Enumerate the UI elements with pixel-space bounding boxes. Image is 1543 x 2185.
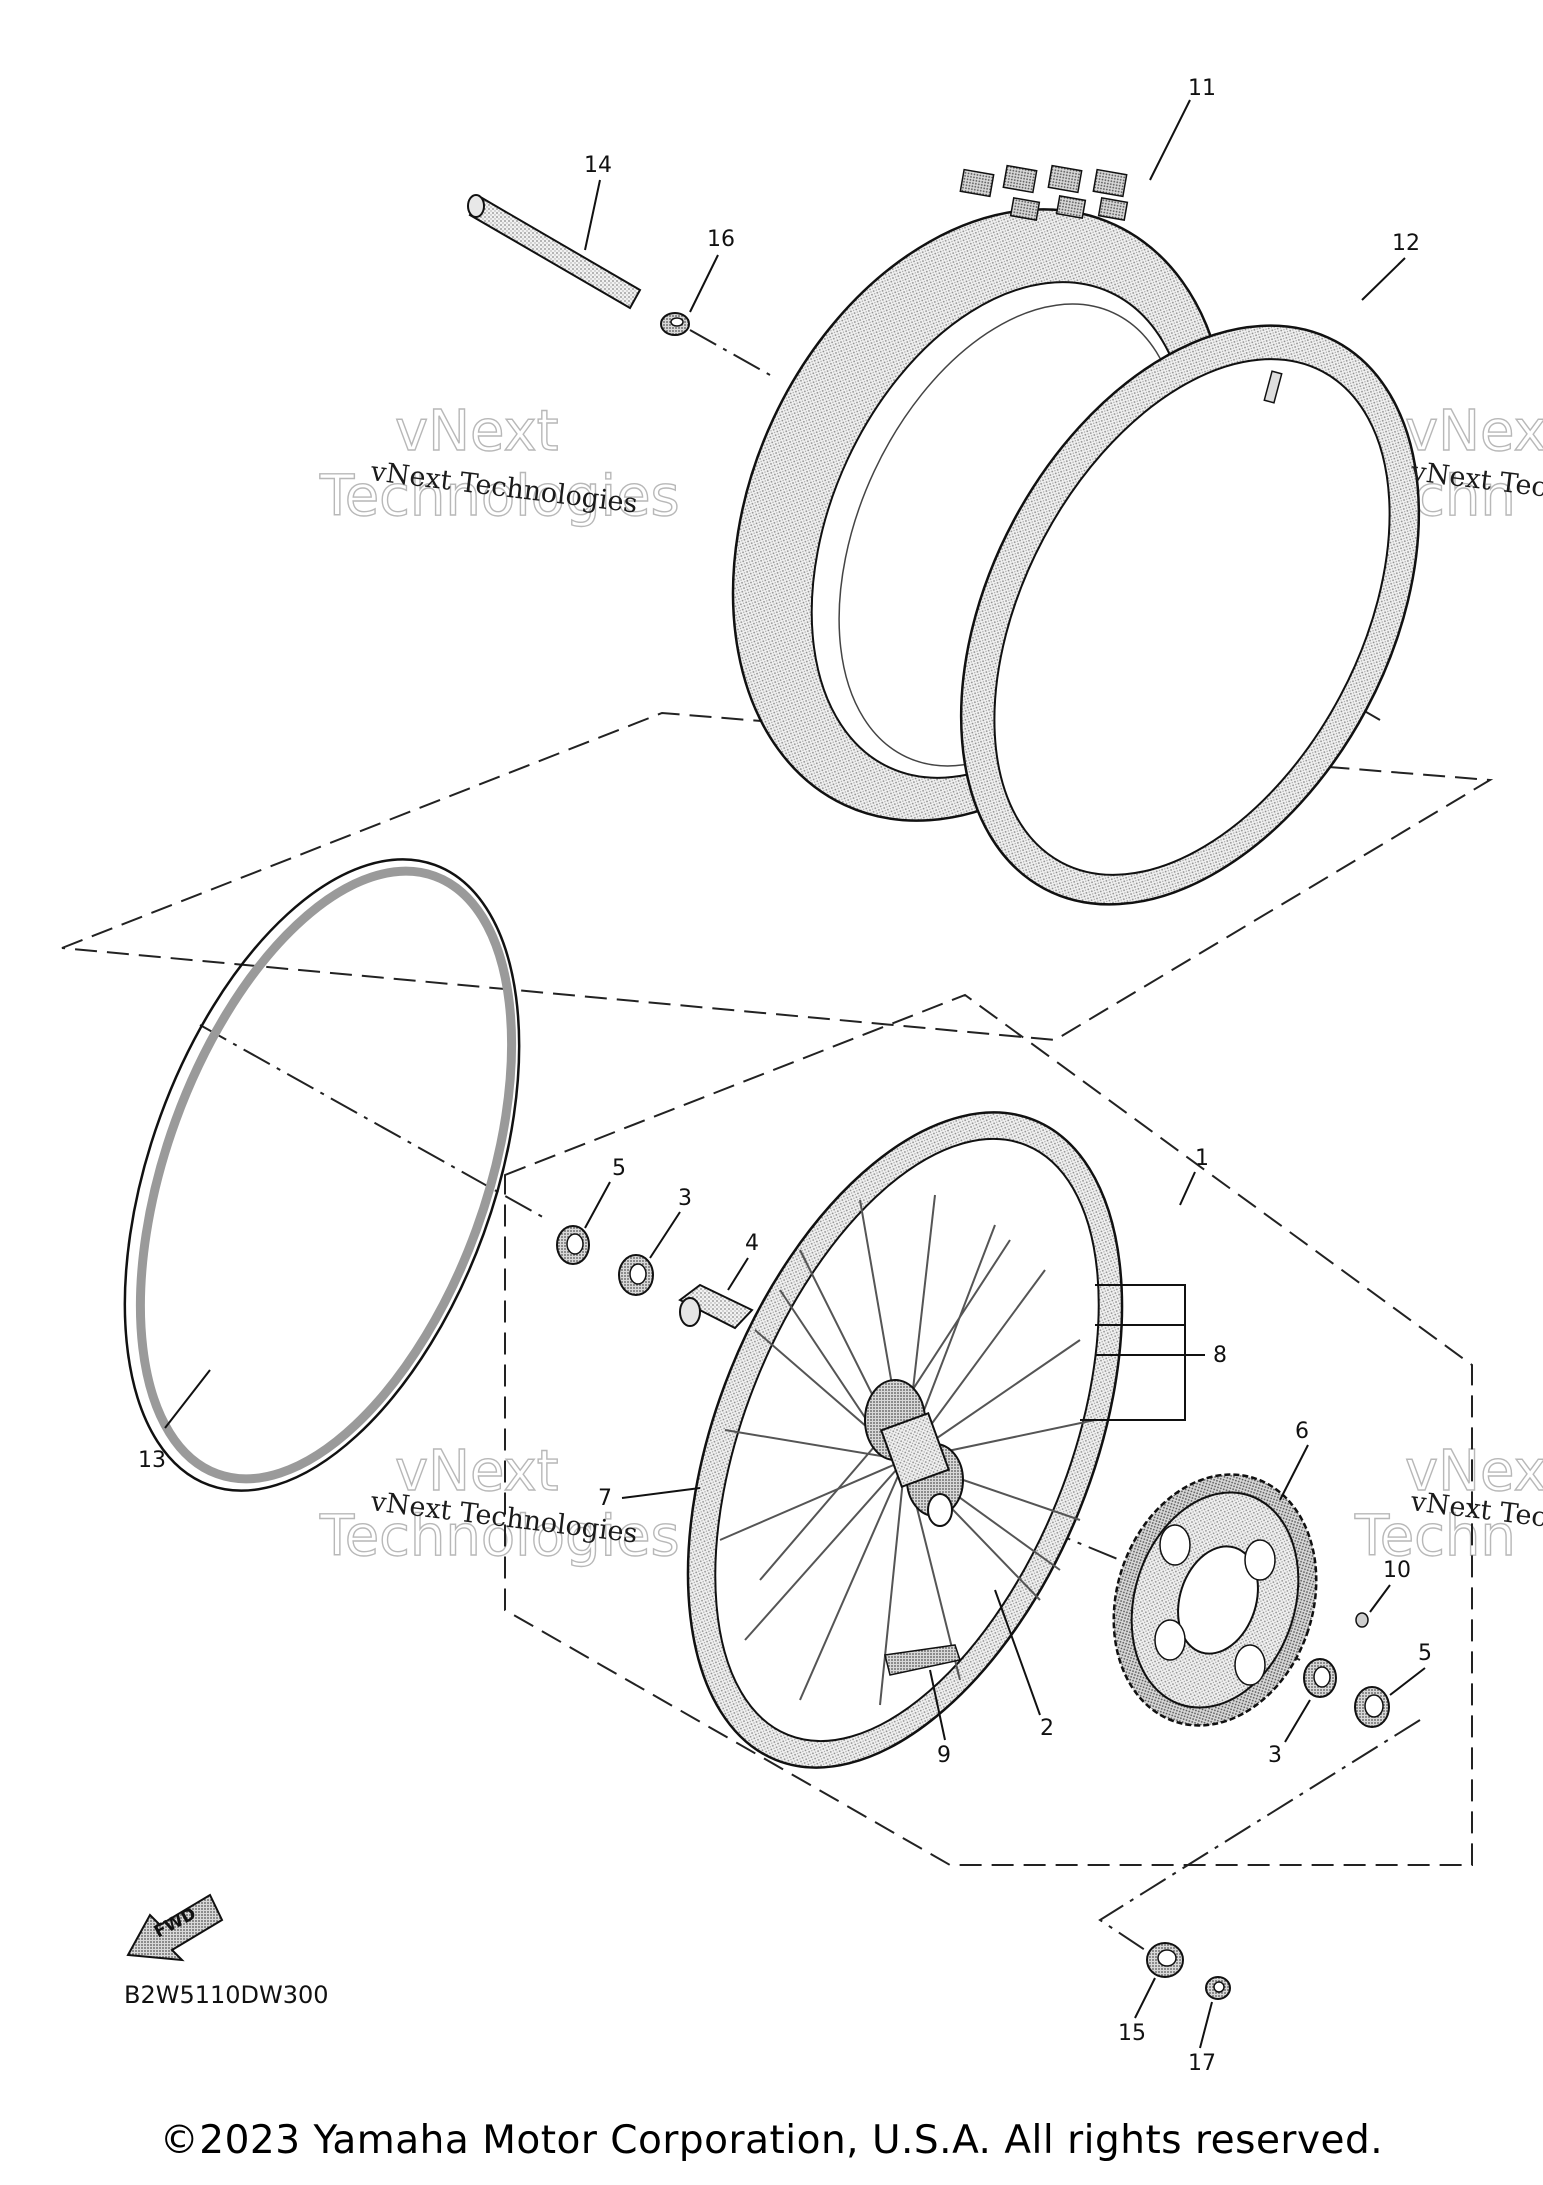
watermark-big-top-right: vNext — [1405, 399, 1543, 464]
callout-2: 2 — [1040, 1716, 1054, 1741]
axis-line-valve — [689, 329, 771, 376]
callout-7: 7 — [598, 1486, 612, 1511]
part-10-bolt — [1355, 1612, 1369, 1628]
callout-17: 17 — [1188, 2051, 1216, 2076]
part-6-brake-disc — [1112, 1473, 1318, 1727]
watermark-big-top-lower-right: vNext — [1405, 1439, 1543, 1504]
assembly-outlines — [61, 711, 1494, 1866]
watermark-big-bottom-lower: Technologies — [319, 1504, 680, 1569]
part-3-bearing-right — [1303, 1658, 1337, 1698]
part-4-spacer — [678, 1283, 754, 1330]
axis-line-nut — [1098, 1719, 1421, 1961]
fwd-arrow-icon: FWD — [126, 1893, 224, 1962]
callout-1: 1 — [1195, 1146, 1209, 1171]
watermark-big-bottom: Technologies — [319, 464, 680, 529]
callout-16: 16 — [707, 227, 735, 252]
callout-10: 10 — [1383, 1558, 1411, 1583]
callout-15: 15 — [1118, 2021, 1146, 2046]
part-9-balancer — [884, 1644, 961, 1676]
tire-assembly-outline — [61, 711, 1494, 1042]
part-17-ring — [1205, 1976, 1231, 2000]
part-14-tube — [467, 194, 642, 310]
part-16-collar — [660, 312, 690, 336]
part-3-bearing-left — [618, 1254, 654, 1296]
watermark-big-bottom-lower-right: Techn — [1354, 1504, 1516, 1569]
callout-leaders — [164, 99, 1426, 2049]
callout-11: 11 — [1188, 76, 1216, 101]
callout-6: 6 — [1295, 1419, 1309, 1444]
callout-9: 9 — [937, 1743, 951, 1768]
diagram-code: B2W5110DW300 — [124, 1981, 329, 2009]
part-5-seal-right — [1354, 1686, 1390, 1728]
watermark-big-top: vNext — [395, 399, 559, 464]
callout-14: 14 — [584, 153, 612, 178]
callout-12: 12 — [1392, 231, 1420, 256]
callout-3-left: 3 — [678, 1186, 692, 1211]
axis-line-rimband — [199, 1024, 549, 1221]
watermark-layer-big: vNext Technologies vNext Techn vNext Tec… — [318, 398, 1543, 1569]
part-13-rim-band — [123, 858, 521, 1492]
callout-3-right: 3 — [1268, 1743, 1282, 1768]
callout-4: 4 — [745, 1231, 759, 1256]
wheel-assembly-outline — [504, 993, 1473, 1866]
watermark-big-top-lower: vNext — [395, 1439, 559, 1504]
callout-5-left: 5 — [612, 1156, 626, 1181]
callout-8: 8 — [1213, 1343, 1227, 1368]
part-15-nut — [1146, 1942, 1184, 1978]
part-5-seal-left — [556, 1225, 590, 1265]
part-2-hub — [864, 1379, 964, 1527]
part-12-tube — [959, 324, 1421, 906]
copyright-notice: ©2023 Yamaha Motor Corporation, U.S.A. A… — [159, 2118, 1384, 2163]
callout-labels: 11 12 14 16 1 5 3 4 13 7 8 6 2 9 10 5 3 … — [138, 76, 1432, 2076]
callout-5-right: 5 — [1418, 1641, 1432, 1666]
callout-13: 13 — [138, 1448, 166, 1473]
